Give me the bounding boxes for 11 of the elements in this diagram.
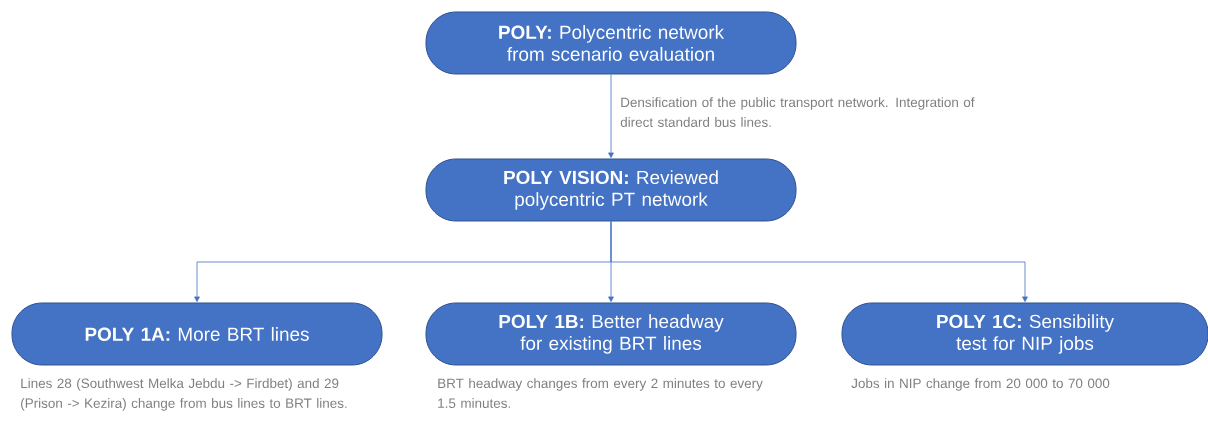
process-box: POLY 1B: Better headway for existing BRT lines bbox=[425, 302, 797, 366]
arrow bbox=[610, 221, 1028, 302]
process-box: POLY VISION: Reviewed polycentric PT network bbox=[425, 158, 797, 222]
edge-label: Densification of the public transport network. Integration of direct standard bus lines. bbox=[620, 97, 975, 127]
process-box: POLY: Polycentric network from scenario evaluation bbox=[425, 11, 797, 75]
process-box: POLY 1C: Sensibility test for NIP jobs bbox=[841, 302, 1208, 366]
description-text: Jobs in NIP change from 20 000 to 70 000 bbox=[851, 378, 1110, 391]
description-text: Lines 28 (Southwest Melka Jebdu -> Firdbet) and 29 (Prison -> Kezira) change from bus lines to BRT lines. bbox=[21, 378, 347, 411]
description-text: BRT headway changes from every 2 minutes to every 1.5 minutes. bbox=[438, 378, 763, 408]
arrow bbox=[608, 74, 614, 158]
process-box: POLY 1A: More BRT lines bbox=[11, 302, 383, 366]
